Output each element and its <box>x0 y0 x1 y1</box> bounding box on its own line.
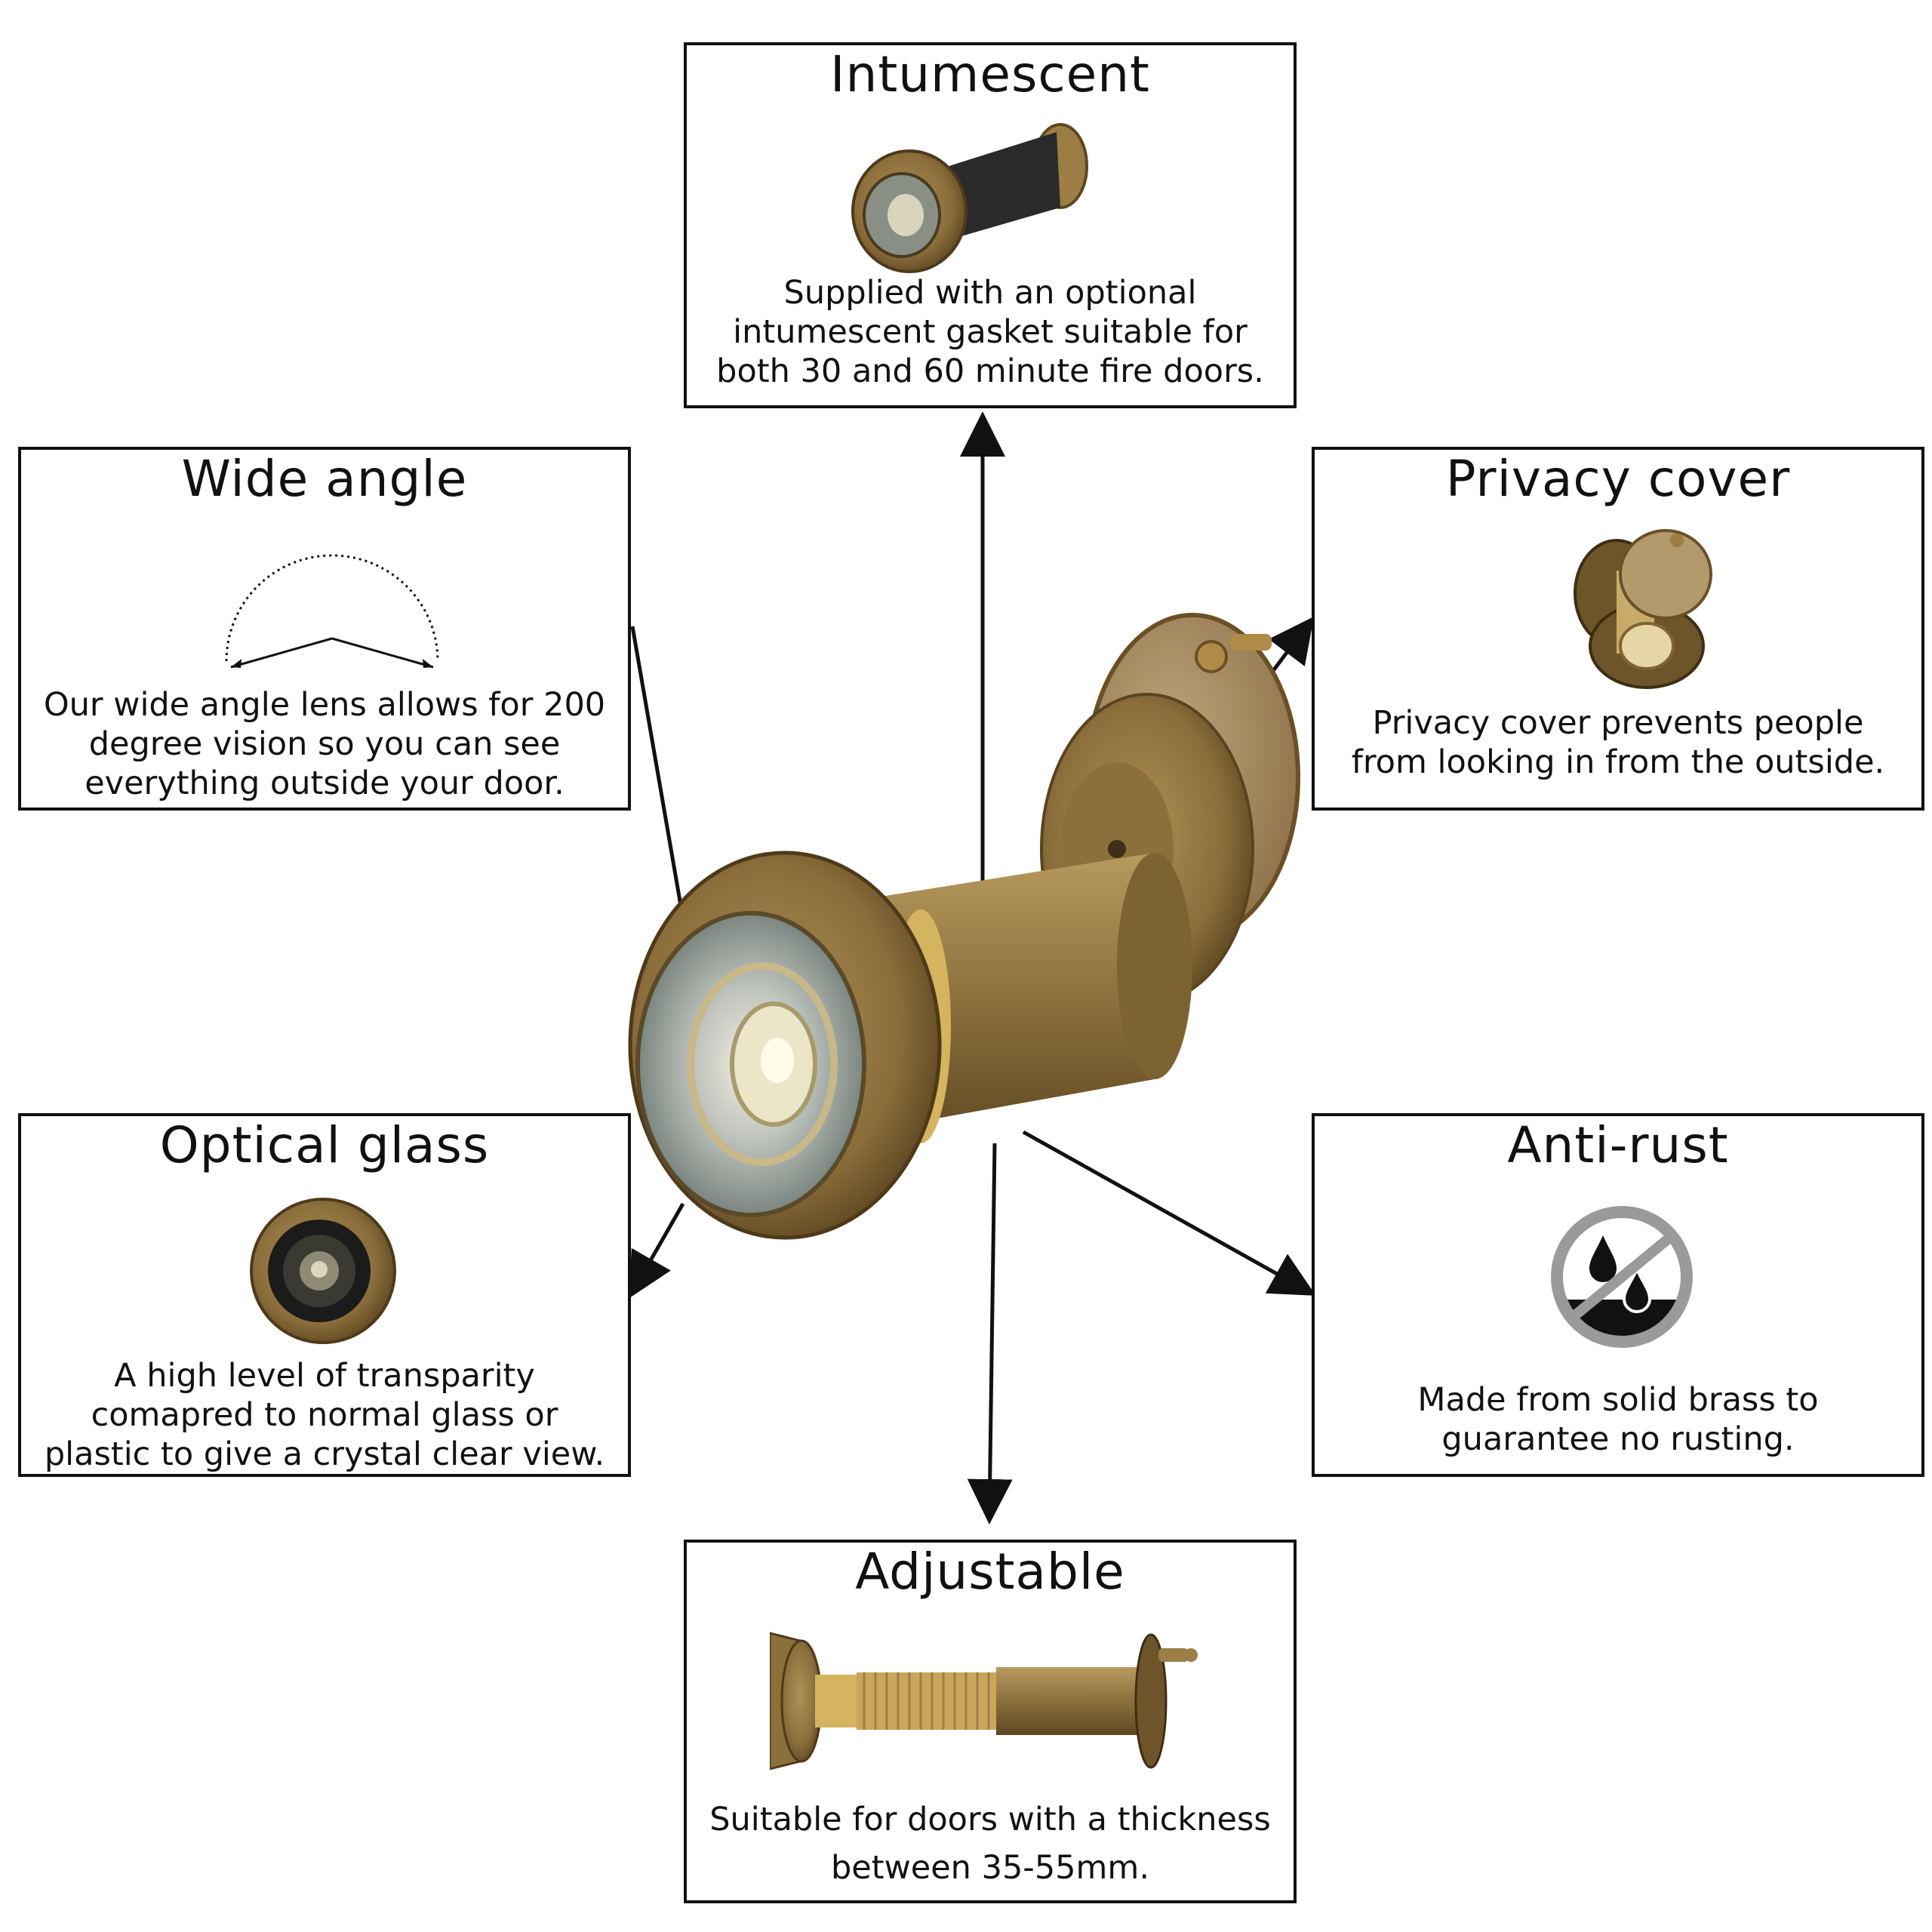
panel-title: Wide angle <box>181 450 468 508</box>
no-water-drop-icon <box>1551 1206 1693 1348</box>
panel-description: Suitable for doors with a thickness betw… <box>709 1801 1271 1887</box>
arrow-to-optical-glass <box>629 1202 685 1299</box>
panel-optical-glass: Optical glass A high level of transparit… <box>18 1113 631 1477</box>
panel-description: A high level of transparity comapred to … <box>44 1357 605 1473</box>
panel-title: Privacy cover <box>1445 450 1791 508</box>
adjustable-viewer-image <box>770 1632 1198 1770</box>
wide-angle-diagram <box>225 554 439 669</box>
arrow-to-adjustable <box>967 1143 1013 1524</box>
panel-description: Supplied with an optional intumescent ga… <box>716 274 1264 390</box>
panel-intumescent: Intumescent Supplied with an optional in… <box>684 42 1297 408</box>
arrow-to-privacy-cover <box>1266 617 1315 679</box>
arrow-to-anti-rust <box>1022 1130 1316 1296</box>
panel-title: Optical glass <box>159 1116 490 1174</box>
intumescent-viewer-image <box>851 123 1088 273</box>
panel-description: Made from solid brass to guarantee no ru… <box>1417 1381 1819 1458</box>
panel-description: Our wide angle lens allows for 200 degre… <box>43 686 606 802</box>
panel-title: Adjustable <box>855 1543 1125 1601</box>
panel-wide-angle: Wide angle Our wide angle lens allows fo… <box>18 447 631 811</box>
optical-glass-image <box>250 1198 396 1344</box>
panel-anti-rust: Anti-rust Made from solid brass to guara… <box>1312 1113 1924 1477</box>
door-viewer-product <box>628 613 1300 1240</box>
panel-title: Anti-rust <box>1507 1116 1729 1174</box>
panel-privacy-cover: Privacy cover Privacy cover prevents peo… <box>1312 447 1924 811</box>
panel-description: Privacy cover prevents people from looki… <box>1351 704 1885 781</box>
panel-adjustable: Adjustable Suitable for doors with a thi… <box>684 1540 1297 1903</box>
privacy-cover-image <box>1574 529 1712 689</box>
panel-title: Intumescent <box>830 45 1150 103</box>
